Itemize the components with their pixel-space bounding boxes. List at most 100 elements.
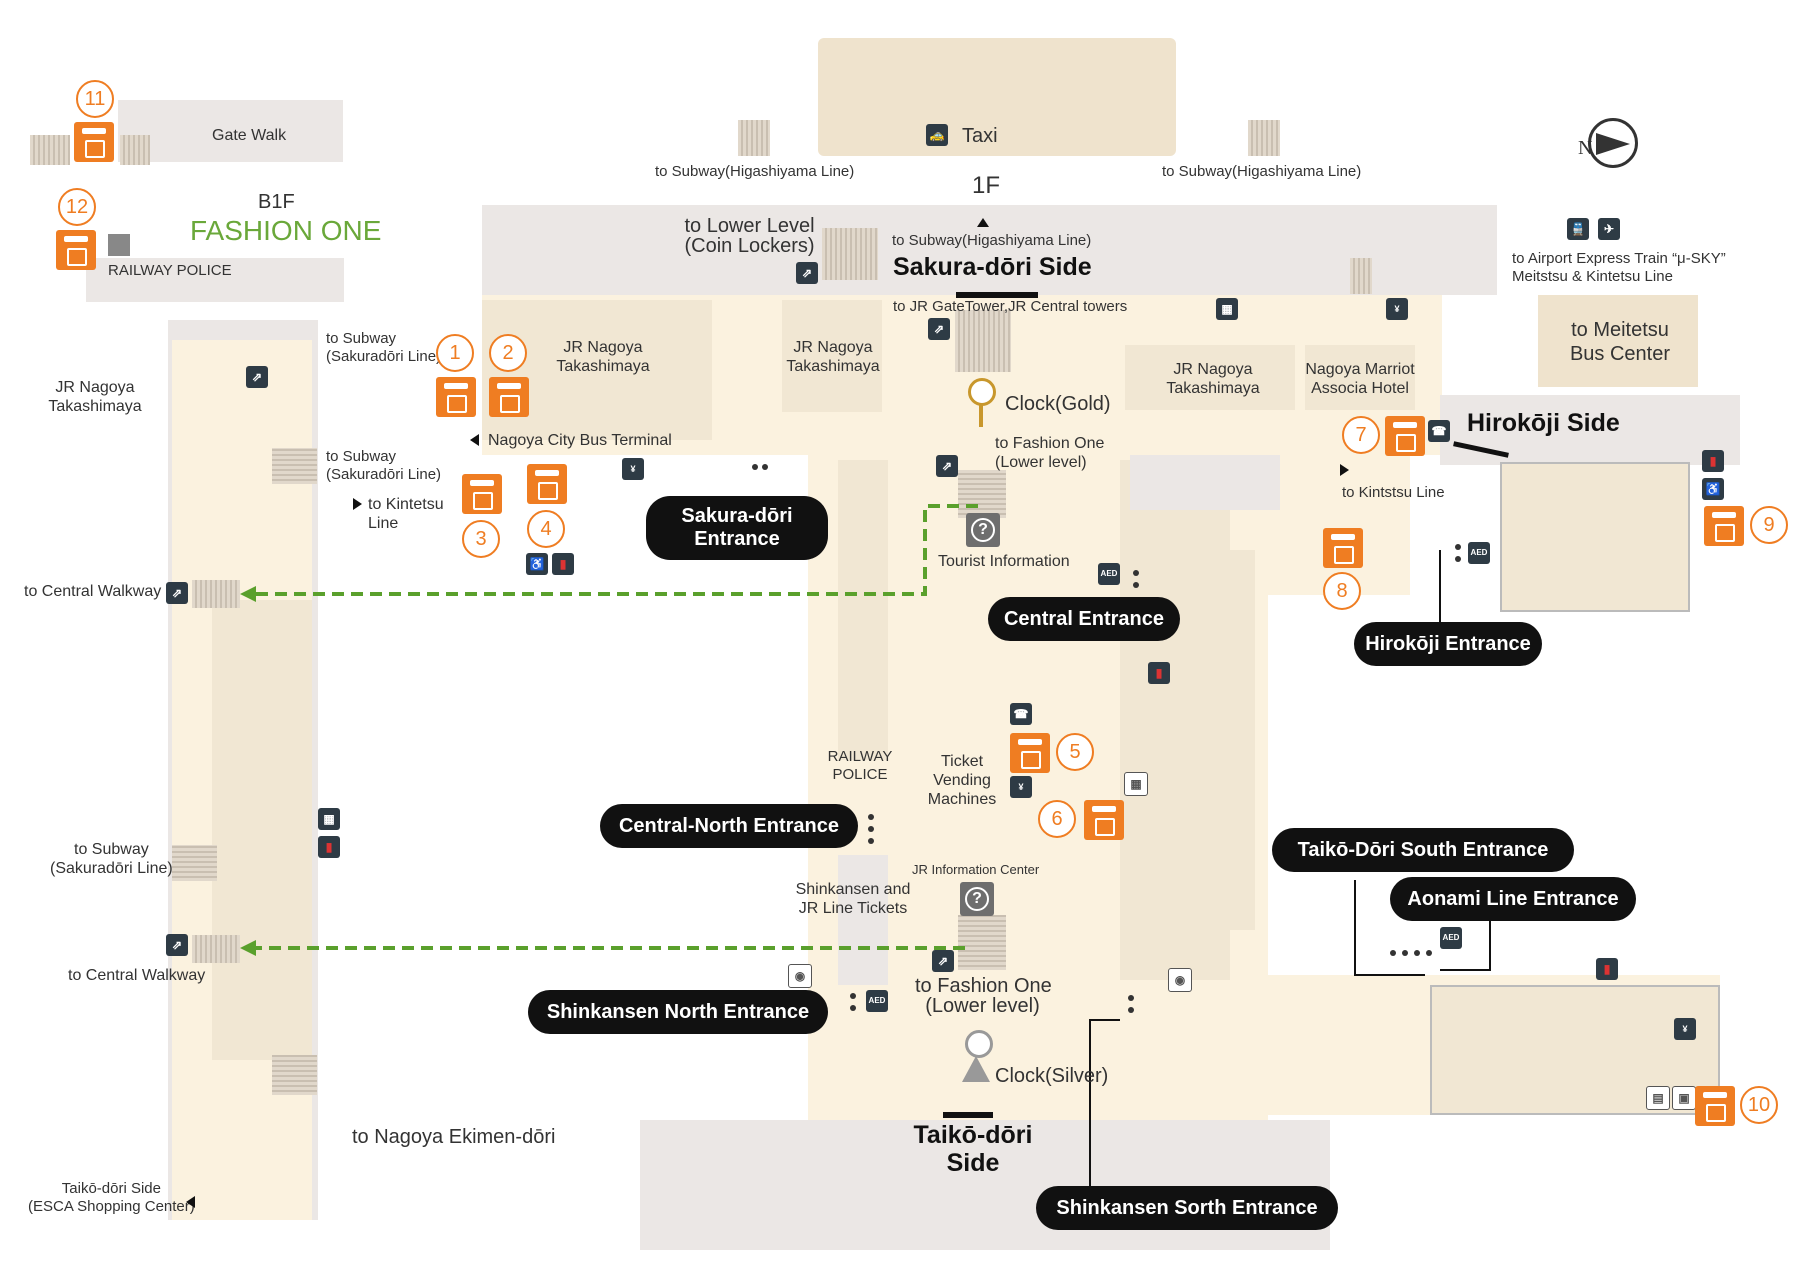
escalator-icon-walkway-2: ⇗ [166, 934, 188, 956]
locker-icon-10[interactable] [1695, 1086, 1735, 1126]
locker-icon-9[interactable] [1704, 506, 1744, 546]
gate-ss-2 [1128, 1007, 1134, 1013]
esca-label[interactable]: Taikō-dōri Side (ESCA Shopping Center) [28, 1180, 195, 1216]
city-bus-arrow [470, 434, 479, 446]
taxi-area [818, 38, 1176, 156]
city-bus-label[interactable]: Nagoya City Bus Terminal [488, 432, 672, 449]
aed-icon-hirokoji: AED [1468, 542, 1490, 564]
gatetower-label[interactable]: to JR GateTower,JR Central towers [893, 298, 1128, 315]
clock-silver-label: Clock(Silver) [995, 1065, 1109, 1087]
compass [1588, 118, 1638, 168]
gate-bus-2 [762, 464, 768, 470]
lower-level-label[interactable]: to Lower Level (Coin Lockers) [682, 216, 817, 256]
sakura-entrance-line1: Sakura-dōri [681, 505, 793, 527]
central-walkway-label-1[interactable]: to Central Walkway [24, 583, 162, 600]
takashimaya-block-3 [1125, 345, 1295, 410]
takashimaya-1-line1: JR Nagoya [563, 339, 643, 356]
kintstsu-line-label[interactable]: to Kintstsu Line [1342, 484, 1445, 501]
stairs-gatetower [955, 310, 1011, 372]
phone-icon-central: ☎ [1010, 703, 1032, 725]
atm-icon-south: ¥ [1674, 1018, 1696, 1040]
meitetsu-bus-label[interactable]: to Meitetsu Bus Center [1545, 318, 1695, 366]
hirokoji-shops [1500, 462, 1690, 612]
locker-icon-7[interactable] [1385, 416, 1425, 456]
stairs-b1-bottom [272, 1055, 317, 1095]
central-north-entrance-label[interactable]: Central-North Entrance [600, 804, 858, 848]
airplane-icon: ✈ [1598, 218, 1620, 240]
fashion-one-label-top[interactable]: to Fashion One (Lower level) [995, 434, 1104, 472]
marriott-line2: Associa Hotel [1311, 380, 1409, 398]
central-walkway-label-2[interactable]: to Central Walkway [68, 967, 206, 984]
food-icon-2: ◉ [1168, 968, 1192, 992]
subway-higashiyama-right[interactable]: to Subway(Higashiyama Line) [1162, 163, 1362, 180]
kintetsu-label[interactable]: to Kintetsu Line [368, 495, 444, 533]
b1f-label: B1F [258, 191, 295, 213]
locker-icon-5[interactable] [1010, 733, 1050, 773]
escalator-icon-jr-info: ⇗ [932, 950, 954, 972]
kintstsu-arrow [1340, 464, 1349, 476]
stairs-b1-subway-2 [172, 845, 217, 881]
locker-icon-12[interactable] [56, 230, 96, 270]
meitetsu-bus-line1: to Meitetsu [1571, 319, 1669, 341]
locker-icon-1[interactable] [436, 377, 476, 417]
clock-silver-base [962, 1056, 990, 1082]
locker-number-2: 2 [489, 334, 527, 372]
shinkansen-south-entrance-label[interactable]: Shinkansen Sorth Entrance [1036, 1186, 1338, 1230]
taiko-south-entrance-label[interactable]: Taikō-Dōri South Entrance [1272, 828, 1574, 872]
railway-police-b1: RAILWAY POLICE [108, 262, 232, 279]
ekimen-label[interactable]: to Nagoya Ekimen-dōri [352, 1126, 556, 1148]
clock-gold-icon [968, 378, 996, 406]
wc-icon-sakura: ▮ [552, 553, 574, 575]
locker-icon-11[interactable] [74, 122, 114, 162]
floor-label: 1F [972, 172, 1001, 199]
locker-number-3: 3 [462, 520, 500, 558]
locker-number-4: 4 [527, 510, 565, 548]
airport-label-1[interactable]: to Airport Express Train “μ-SKY” [1512, 250, 1726, 267]
shop-icon-top: ▦ [1216, 298, 1238, 320]
subway-higashiyama-left[interactable]: to Subway(Higashiyama Line) [655, 163, 855, 180]
gate-central-2 [1133, 582, 1139, 588]
takashimaya-b1-line1: JR Nagoya [55, 379, 135, 396]
gate-walk-area [118, 100, 343, 162]
locker-icon-2[interactable] [489, 377, 529, 417]
takashimaya-b1-line2: Takashimaya [48, 398, 142, 416]
train-icon: 🚆 [1567, 218, 1589, 240]
locker-icon-3[interactable] [462, 474, 502, 514]
railway-police-line1: RAILWAY [827, 748, 893, 765]
subway-sakura-3[interactable]: to Subway (Sakuradōri Line) [50, 840, 173, 878]
subway-sakura-2[interactable]: to Subway (Sakuradōri Line) [326, 448, 441, 484]
gate-ts-1 [1390, 950, 1396, 956]
subway-sakura-3-line1: to Subway [74, 841, 149, 858]
fashion-one-top-line1: to Fashion One [995, 435, 1105, 452]
subway-sakura-2-line1: to Subway [326, 448, 397, 465]
takashimaya-3-line2: Takashimaya [1166, 380, 1260, 398]
sakura-side-concourse [482, 205, 1497, 295]
sakura-entrance-line2: Entrance [694, 528, 780, 550]
subway-higashiyama-center[interactable]: to Subway(Higashiyama Line) [892, 232, 1092, 249]
shinkansen-north-entrance-label[interactable]: Shinkansen North Entrance [528, 990, 828, 1034]
locker-number-5: 5 [1056, 733, 1094, 771]
locker-icon-4[interactable] [527, 464, 567, 504]
fashion-one-label-bottom[interactable]: to Fashion One (Lower level) [915, 976, 1052, 1016]
tourist-info-label[interactable]: Tourist Information [938, 553, 1070, 570]
b1-shops [212, 600, 312, 1060]
sakura-entrance-label[interactable]: Sakura-dōri Entrance [646, 496, 828, 560]
escalator-icon-walkway-1: ⇗ [166, 582, 188, 604]
railway-police-line2: POLICE [832, 766, 888, 783]
aed-icon-sn: AED [866, 990, 888, 1012]
locker-icon-small-1: ▤ [1646, 1086, 1670, 1110]
aonami-entrance-label[interactable]: Aonami Line Entrance [1390, 877, 1636, 921]
hirokoji-entrance-label[interactable]: Hirokōji Entrance [1354, 622, 1542, 666]
locker-icon-6[interactable] [1084, 800, 1124, 840]
subway-sakura-2-line2: (Sakuradōri Line) [326, 466, 442, 483]
clock-silver-icon [965, 1030, 993, 1058]
stairs-hirokoji-top [1350, 258, 1372, 294]
accessible-icon-hirokoji: ♿ [1702, 478, 1724, 500]
airport-label-2[interactable]: Meitstsu & Kintetsu Line [1512, 268, 1673, 285]
central-entrance-label[interactable]: Central Entrance [988, 597, 1180, 641]
locker-number-1: 1 [436, 334, 474, 372]
locker-icon-8[interactable] [1323, 528, 1363, 568]
taiko-side-marker [943, 1112, 993, 1118]
subway-sakura-1[interactable]: to Subway (Sakuradōri Line) [326, 330, 441, 366]
